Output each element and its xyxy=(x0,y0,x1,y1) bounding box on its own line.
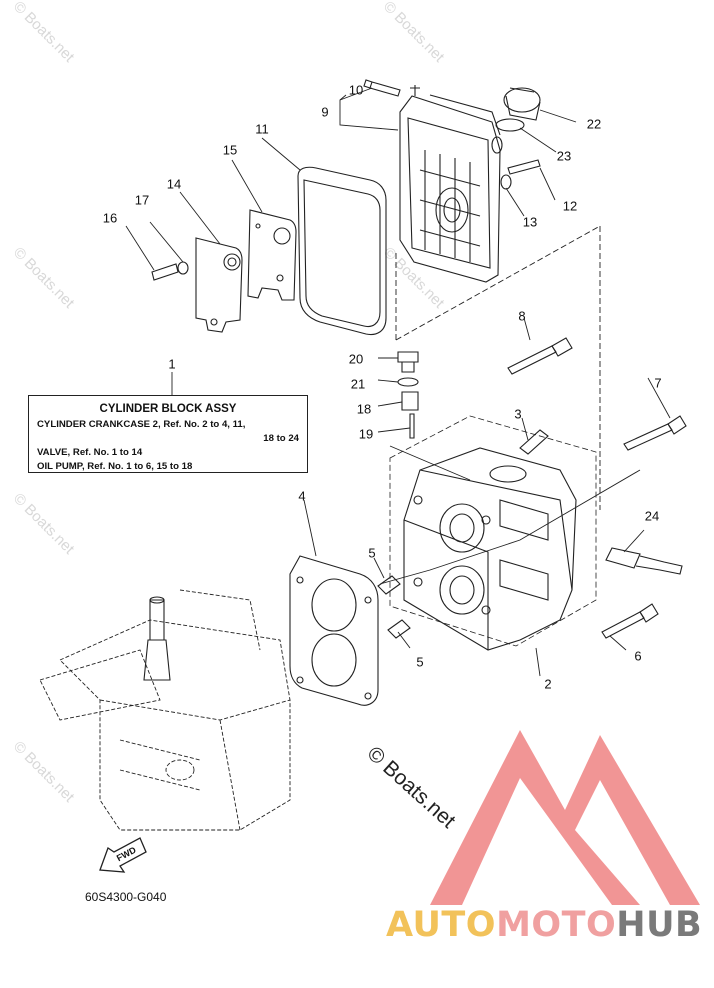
oil-filler-cap xyxy=(503,87,541,121)
dowel-3 xyxy=(519,429,549,455)
callout-15: 15 xyxy=(222,142,238,158)
bolt-10 xyxy=(369,81,401,97)
callout-9: 9 xyxy=(321,104,329,120)
plate-15 xyxy=(247,209,297,301)
washer-17 xyxy=(177,261,189,275)
callout-11: 11 xyxy=(255,121,269,137)
callout-14: 14 xyxy=(166,176,182,192)
callout-7: 7 xyxy=(654,375,662,391)
bolt-8 xyxy=(507,337,573,375)
leader-lines xyxy=(125,87,671,677)
callout-1: 1 xyxy=(168,356,176,372)
assy-line-2: 18 to 24 xyxy=(263,433,299,444)
bolt-16 xyxy=(151,263,179,281)
callout-16: 16 xyxy=(102,210,118,226)
assy-line-3: VALVE, Ref. No. 1 to 14 xyxy=(37,447,143,458)
callout-20: 20 xyxy=(348,351,364,367)
bolt-7 xyxy=(623,415,687,451)
o-ring-21 xyxy=(397,377,419,387)
plate-14 xyxy=(195,237,243,333)
sleeve-18 xyxy=(401,391,419,411)
assy-line-4: OIL PUMP, Ref. No. 1 to 6, 15 to 18 xyxy=(37,461,193,472)
plug-20 xyxy=(397,351,419,373)
callout-8: 8 xyxy=(518,308,526,324)
callout-4: 4 xyxy=(298,488,306,504)
callout-6: 6 xyxy=(634,648,642,664)
assy-line-1: CYLINDER CRANKCASE 2, Ref. No. 2 to 4, 1… xyxy=(37,419,246,430)
dowel-5 xyxy=(387,619,411,639)
logo-auto: AUTO xyxy=(386,905,497,945)
callout-5: 5 xyxy=(416,654,424,670)
callout-21: 21 xyxy=(350,376,366,392)
callout-13: 13 xyxy=(522,214,538,230)
dowel-5 xyxy=(377,575,401,595)
callout-2: 2 xyxy=(544,676,552,692)
bolt-12 xyxy=(507,159,541,175)
assy-title: CYLINDER BLOCK ASSY xyxy=(99,403,237,415)
callout-19: 19 xyxy=(358,426,374,442)
washer-13 xyxy=(500,174,512,190)
spark-plug-24 xyxy=(605,547,683,575)
cylinder-block-assy-box: CYLINDER BLOCK ASSY CYLINDER CRANKCASE 2… xyxy=(28,395,308,473)
callout-24: 24 xyxy=(644,508,660,524)
callout-3: 3 xyxy=(514,406,522,422)
callout-18: 18 xyxy=(356,401,372,417)
cylinder-block xyxy=(39,589,291,831)
logo-moto: MOTO xyxy=(496,905,617,945)
cylinder-head xyxy=(403,447,577,651)
gasket-11 xyxy=(297,166,387,336)
logo-hub: HUB xyxy=(616,905,703,945)
o-ring-23 xyxy=(495,118,525,132)
callout-10: 10 xyxy=(348,82,364,98)
callout-17: 17 xyxy=(134,192,150,208)
callout-23: 23 xyxy=(556,148,572,164)
callout-12: 12 xyxy=(562,198,578,214)
fwd-arrow-icon xyxy=(99,837,147,873)
automotohub-logo-text: AUTOMOTOHUB xyxy=(386,905,702,945)
head-gasket-4 xyxy=(289,555,379,706)
pin-19 xyxy=(409,413,415,439)
cylinder-head-cover xyxy=(399,85,503,283)
callout-22: 22 xyxy=(586,116,602,132)
drawing-code: 60S4300-G040 xyxy=(85,890,167,904)
bolt-6 xyxy=(601,603,659,639)
callout-5: 5 xyxy=(368,545,376,561)
